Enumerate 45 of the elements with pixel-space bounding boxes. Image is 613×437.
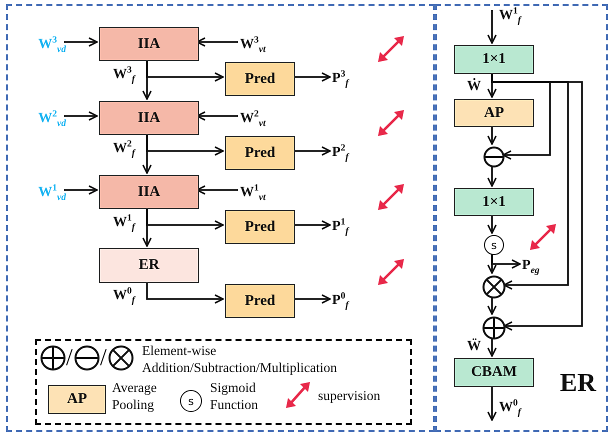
- separator-text: /: [100, 344, 107, 372]
- process-box: 1×1: [454, 188, 534, 216]
- process-box: IIA: [99, 27, 199, 61]
- arrow: [487, 385, 497, 421]
- process-box: Pred: [225, 62, 295, 96]
- arrow: [293, 72, 331, 82]
- arrow: [293, 294, 331, 304]
- plus-operator: [482, 316, 506, 340]
- process-box: Pred: [225, 210, 295, 244]
- process-box: Pred: [225, 284, 295, 318]
- process-box: Pred: [225, 136, 295, 170]
- arrow: [487, 253, 497, 274]
- minus-operator: [483, 146, 505, 168]
- sigmoid-circle: s: [484, 235, 504, 255]
- arrow: [146, 59, 224, 82]
- process-box: IIA: [99, 175, 199, 209]
- times-operator: [482, 275, 506, 299]
- arrow: [293, 146, 331, 156]
- process-box: ER: [99, 248, 199, 283]
- arrow: [487, 297, 497, 315]
- legend-text: Average Pooling: [112, 379, 158, 413]
- arrow: [64, 111, 98, 121]
- arrow: [487, 125, 497, 145]
- sigmoid-circle: s: [180, 390, 202, 412]
- arrow: [487, 338, 497, 357]
- process-box: IIA: [99, 101, 199, 135]
- arrow: [146, 133, 224, 156]
- process-box: AP: [48, 385, 106, 414]
- legend-text: supervision: [318, 387, 382, 404]
- process-box: 1×1: [454, 45, 534, 74]
- legend-text: Sigmoid Function: [210, 379, 260, 413]
- arrow: [293, 220, 331, 230]
- panel-title: ER: [560, 368, 596, 398]
- arrow: [487, 10, 497, 44]
- process-box: CBAM: [454, 358, 534, 387]
- arrow: [64, 37, 98, 47]
- arrow: [146, 281, 224, 304]
- process-box: AP: [454, 99, 534, 127]
- arrow: [64, 185, 98, 195]
- separator-text: /: [66, 344, 73, 372]
- arrow: [146, 207, 224, 230]
- arrow: [487, 214, 497, 234]
- legend-text: Element-wise Addition/Subtraction/Multiplication: [142, 342, 338, 376]
- math-label: P$_{eg}$: [522, 255, 562, 277]
- arrow: [487, 166, 497, 187]
